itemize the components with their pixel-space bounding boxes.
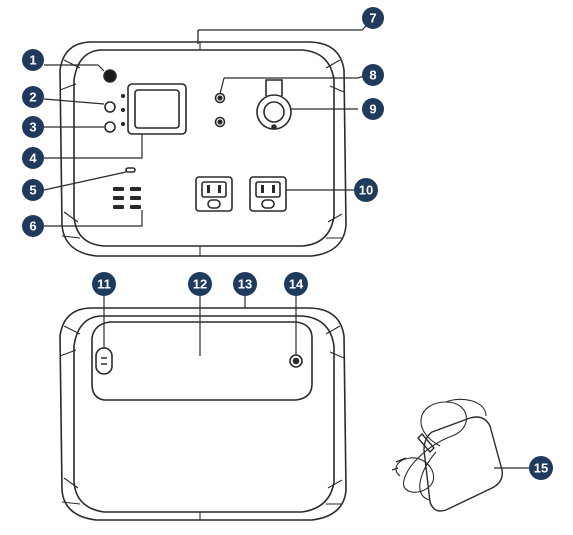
callout-10-label: 10 [359,183,373,198]
input-port-core [292,357,300,365]
callout-15: 15 [529,456,553,480]
leader-7 [198,19,373,31]
indicator-button-lower [104,121,116,133]
back-view [59,307,347,521]
usb-ports [113,187,141,209]
callout-1: 1 [22,49,44,71]
leader-5 [43,171,127,191]
adapter-tie [417,432,435,454]
charging-port [95,347,113,375]
lcd-display-inner [134,89,180,129]
callout-11: 11 [92,272,116,296]
callout-2: 2 [22,86,44,108]
back-housing-outer [59,307,347,521]
car-socket-cap [265,79,283,96]
ac-outlet-left [195,176,233,212]
callout-13: 13 [233,272,257,296]
callout-7-label: 7 [369,11,376,26]
callout-8: 8 [362,64,384,86]
leader-6 [44,210,143,227]
ac-outlet-right [249,176,287,212]
charging-port-slot [101,357,107,365]
callout-2-label: 2 [29,90,36,105]
front-bumper-lines [59,42,345,256]
lcd-display-outer [127,83,187,135]
callout-4: 4 [22,147,44,169]
car-socket [256,94,292,130]
leader-1 [44,64,105,72]
display-dot-c [120,121,126,127]
dc-port-lower [214,116,226,128]
callout-8-label: 8 [369,68,376,83]
callout-4-label: 4 [29,151,37,166]
callout-6-label: 6 [29,219,36,234]
back-cover [91,321,313,401]
callout-3-label: 3 [29,120,36,135]
ac-adapter [391,398,503,512]
display-dot-b [120,107,126,113]
callout-5: 5 [22,179,44,201]
front-view [59,30,347,257]
back-bumper-lines [59,308,345,520]
callout-9-label: 9 [369,102,376,117]
adapter-cable [395,398,487,501]
leader-2 [43,98,105,105]
callout-5-label: 5 [29,183,36,198]
callout-15-label: 15 [534,461,548,476]
callout-7: 7 [362,7,384,29]
callout-14: 14 [284,272,308,296]
callout-13-label: 13 [238,277,252,292]
callout-14-label: 14 [289,277,304,292]
callout-10: 10 [354,178,378,202]
callout-11-label: 11 [97,277,111,292]
callout-3: 3 [22,116,44,138]
power-button [103,69,117,83]
callout-12: 12 [188,272,212,296]
dc-port-lower-core [217,119,223,125]
callouts: 1 2 3 4 5 6 7 8 [22,7,553,480]
front-housing-outer [59,41,347,257]
callout-6: 6 [22,215,44,237]
indicator-button-upper [104,101,116,113]
back-panel [73,315,335,513]
display-dot-a [120,93,126,99]
leader-4 [44,134,143,159]
callout-12-label: 12 [193,277,207,292]
dc-port-upper-core [217,95,223,101]
car-socket-inner [263,101,285,123]
led-light [125,167,136,173]
car-socket-pin [271,124,277,130]
front-panel [73,49,335,247]
adapter-plug [391,457,407,471]
callout-9: 9 [362,98,384,120]
adapter-body [423,416,503,512]
callout-1-label: 1 [29,53,36,68]
